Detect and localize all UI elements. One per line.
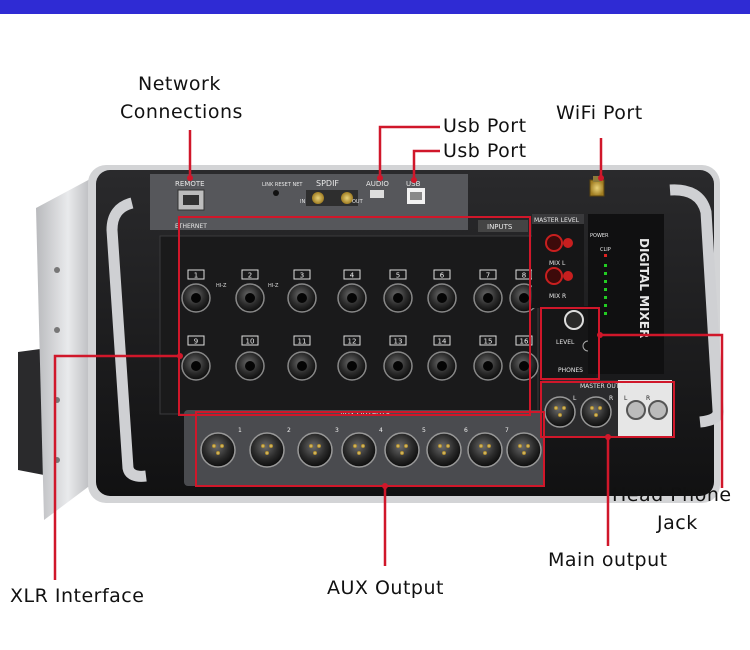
channel-number: 9 <box>194 338 198 346</box>
inputs-panel <box>159 220 539 415</box>
input-top-jack-6[interactable]: 6 <box>427 269 457 313</box>
input-top-jack-4[interactable]: 4 <box>337 269 367 313</box>
clip-label: CLIP <box>600 247 611 253</box>
channel-number: 8 <box>522 272 526 280</box>
input-top-jack-3[interactable]: 3 <box>287 269 317 313</box>
aux-output-jack-6[interactable]: 6 <box>426 427 468 468</box>
chassis-side <box>18 178 100 520</box>
callout-dots <box>177 175 611 489</box>
input-top-jack-2[interactable]: 2 <box>235 269 265 313</box>
highlight-boxes <box>178 216 675 487</box>
channel-number: 4 <box>350 272 355 280</box>
spdif-out-label: OUT <box>352 199 364 205</box>
usb-port-callout-2: Usb Port <box>443 140 527 162</box>
input-bottom-jack-6[interactable]: 14 <box>427 335 457 381</box>
rack-handles <box>106 184 724 482</box>
headphone-callout-line1: Head Phone <box>612 484 732 506</box>
channel-number: 1 <box>194 272 198 280</box>
aux-output-jack-2[interactable]: 2 <box>249 427 291 468</box>
jack-r-label: R <box>646 395 650 402</box>
aux-outputs-highlight <box>195 411 545 487</box>
input-bottom-jack-2[interactable]: 10 <box>235 335 265 381</box>
spdif-in-label: IN <box>300 199 305 205</box>
phones-section <box>540 306 596 378</box>
aux-output-jack-8[interactable]: 8 <box>506 427 548 468</box>
channel-number: 12 <box>348 338 357 346</box>
aux-number: 4 <box>379 427 383 434</box>
callout-lines <box>53 125 724 580</box>
input-bottom-jack-1[interactable]: 9 <box>181 335 211 381</box>
channel-number: 3 <box>300 272 304 280</box>
channel-number: 5 <box>396 272 400 280</box>
inputs-label: INPUTS <box>487 223 513 231</box>
master-lr-label: L <box>573 395 577 402</box>
spdif-label: SPDIF <box>316 179 339 188</box>
aux-number: 7 <box>505 427 509 434</box>
channel-number: 2 <box>248 272 252 280</box>
wifi-antenna-connector <box>589 176 605 197</box>
channel-number: 11 <box>298 338 307 346</box>
xlr-aux-jacks: 1 2 3 4 5 6 78 <box>200 427 548 468</box>
headphone-callout-line2: Jack <box>657 512 698 534</box>
brand-label: DIGITAL MIXER <box>637 238 651 338</box>
hiz-2-label: HI-Z <box>268 283 279 289</box>
master-level-section <box>532 214 584 308</box>
input-top-jack-1[interactable]: 1 <box>181 269 211 313</box>
channel-number: 13 <box>394 338 403 346</box>
master-level-label: MASTER LEVEL <box>534 217 580 224</box>
master-outputs-label: MASTER OUTPUTS <box>580 383 635 390</box>
aux-number: 5 <box>422 427 426 434</box>
aux-number: 6 <box>464 427 468 434</box>
power-label: POWER <box>590 233 609 239</box>
aux-output-jack-7[interactable]: 7 <box>467 427 509 468</box>
mix-r-label: MIX R <box>549 293 566 300</box>
top-io-strip <box>150 174 468 230</box>
input-top-jack-5[interactable]: 5 <box>383 269 413 313</box>
channel-number: 14 <box>438 338 447 346</box>
xlr-interface-callout: XLR Interface <box>10 585 145 607</box>
aux-output-jack-3[interactable]: 3 <box>297 427 339 468</box>
channel-number: 15 <box>484 338 493 346</box>
input-bottom-jack-7[interactable]: 15 <box>473 335 503 381</box>
wifi-port-callout: WiFi Port <box>556 102 643 124</box>
ethernet-label: ETHERNET <box>175 223 207 230</box>
aux-number: 1 <box>238 427 242 434</box>
xlr-inputs-highlight <box>178 216 531 416</box>
channel-number: 10 <box>246 338 255 346</box>
usb-port-callout-1: Usb Port <box>443 115 527 137</box>
channel-number: 6 <box>440 272 445 280</box>
channel-number: 16 <box>520 338 529 346</box>
input-bottom-jack-4[interactable]: 12 <box>337 335 367 381</box>
aux-output-callout: AUX Output <box>327 577 444 599</box>
level-meter <box>588 214 664 374</box>
phones-label: PHONES <box>558 367 583 374</box>
input-bottom-jack-5[interactable]: 13 <box>383 335 413 381</box>
top-accent-bar <box>0 0 750 14</box>
remote-label: REMOTE <box>175 180 205 188</box>
hiz-1-label: HI-Z <box>216 283 227 289</box>
audio-label: AUDIO <box>366 180 389 188</box>
aux-number: 3 <box>335 427 339 434</box>
input-bottom-jack-3[interactable]: 11 <box>287 335 317 381</box>
jack-l-label: L <box>624 395 628 402</box>
usb-label: USB <box>406 180 421 188</box>
network-callout-line2: Connections <box>120 101 243 123</box>
main-output-callout: Main output <box>548 549 668 571</box>
aux-number: 2 <box>287 427 291 434</box>
network-callout-line1: Network <box>138 73 221 95</box>
phones-highlight <box>540 307 600 380</box>
link-reset-label: LINK RESET NET <box>262 182 303 188</box>
mix-l-label: MIX L <box>549 260 566 267</box>
master-output-jack-r[interactable]: R <box>580 395 613 428</box>
aux-output-jack-4[interactable]: 4 <box>341 427 383 468</box>
channel-number: 7 <box>486 272 490 280</box>
aux-output-jack-5[interactable]: 5 <box>384 427 426 468</box>
input-top-jack-7[interactable]: 7 <box>473 269 503 313</box>
aux-output-jack-1[interactable]: 1 <box>200 427 242 468</box>
master-lr-label: R <box>609 395 613 402</box>
level-label: LEVEL <box>556 339 575 346</box>
